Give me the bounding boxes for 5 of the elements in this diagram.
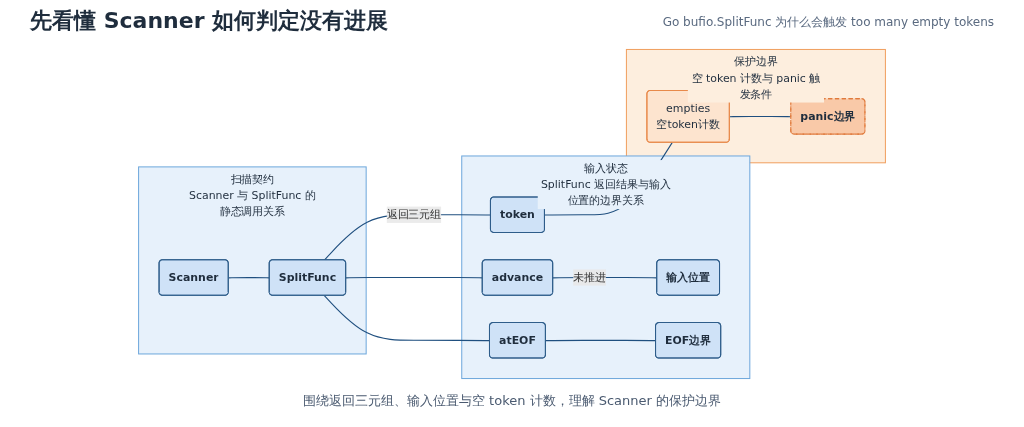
subtitle-note: Go bufio.SplitFunc 为什么会触发 too many empty tokens xyxy=(662,15,994,29)
edge-label: 未推进 xyxy=(573,270,606,284)
edge-label: 返回三元组 xyxy=(386,207,442,221)
caption: 围绕返回三元组、输入位置与空 token 计数，理解 Scanner 的保护边界 xyxy=(301,392,723,410)
diagram-title: 先看懂 Scanner 如何判定没有进展 xyxy=(30,7,389,35)
